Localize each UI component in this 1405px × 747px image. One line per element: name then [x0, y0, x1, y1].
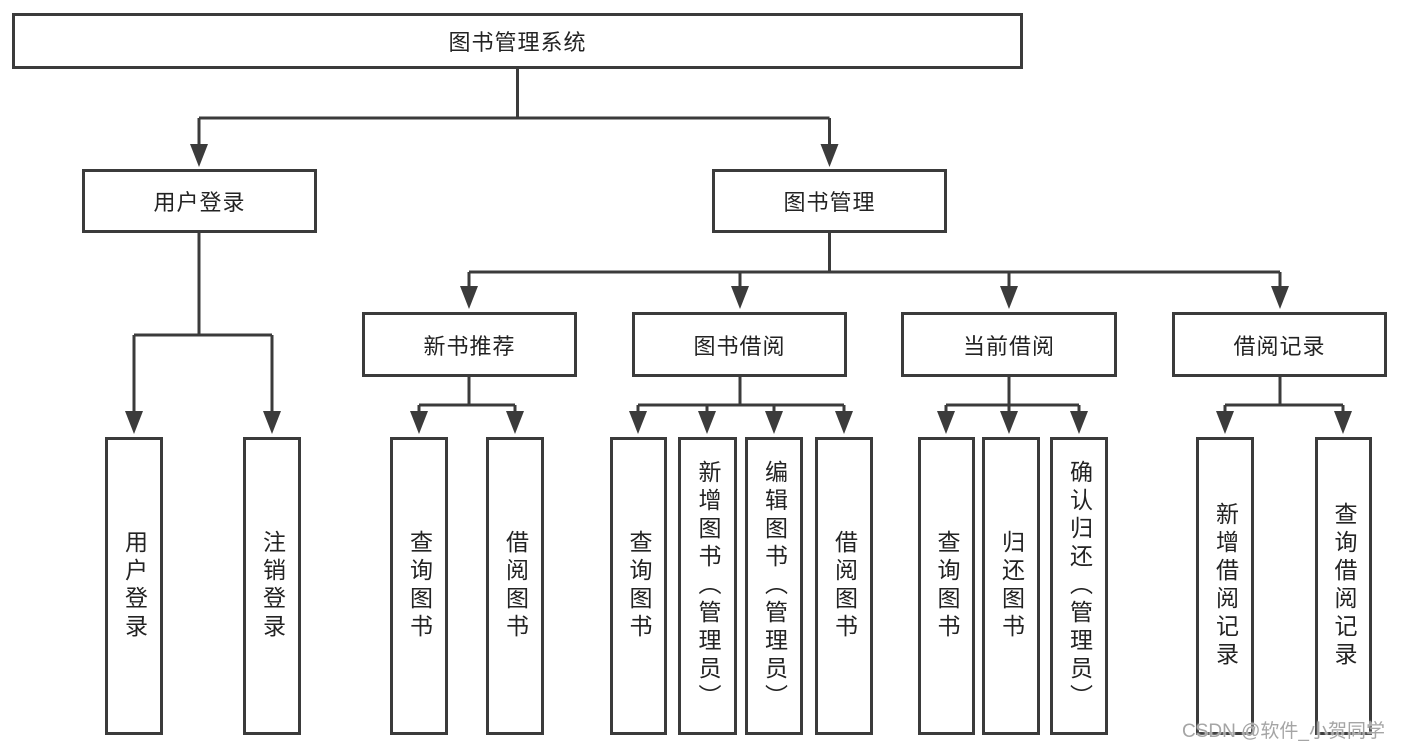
- leaf-label: 借阅图书: [831, 530, 858, 642]
- leaf-borrow-book-recommend: 借阅图书: [486, 437, 544, 735]
- node-label: 图书管理系统: [448, 30, 587, 55]
- node-label: 当前借阅: [962, 333, 1055, 359]
- leaf-user-login: 用户登录: [105, 437, 163, 735]
- leaf-label: 查询图书: [934, 530, 960, 642]
- leaf-label: 查询借阅记录: [1331, 502, 1357, 670]
- leaf-return-book: 归还图书: [982, 437, 1040, 735]
- connector-borrow-to-leaves: [629, 377, 853, 434]
- connector-record-to-leaves: [1216, 377, 1352, 434]
- node-current-borrowing: 当前借阅: [901, 312, 1117, 377]
- node-user-login: 用户登录: [82, 169, 317, 233]
- node-library-system: 图书管理系统: [12, 13, 1023, 69]
- leaf-query-book-borrowing: 查询图书: [610, 437, 667, 735]
- leaf-query-book-recommend: 查询图书: [390, 437, 448, 735]
- watermark-text: CSDN @软件_小贺同学: [1182, 721, 1385, 742]
- leaf-label: 新增借阅记录: [1212, 502, 1239, 670]
- leaf-label: 借阅图书: [502, 530, 529, 642]
- connector-login-to-leaves: [125, 232, 281, 434]
- leaf-add-book-admin: 新增图书（管理员）: [678, 437, 737, 735]
- leaf-add-borrow-record: 新增借阅记录: [1196, 437, 1254, 735]
- node-label: 图书管理: [783, 190, 876, 215]
- leaf-label: 新增图书（管理员）: [695, 460, 721, 712]
- leaf-label: 注销登录: [259, 530, 286, 642]
- node-book-borrowing: 图书借阅: [632, 312, 847, 377]
- leaf-label: 查询图书: [406, 530, 433, 642]
- node-book-management: 图书管理: [712, 169, 947, 233]
- leaf-borrow-book: 借阅图书: [815, 437, 873, 735]
- node-new-book-recommend: 新书推荐: [362, 312, 577, 377]
- leaf-logout: 注销登录: [243, 437, 301, 735]
- node-label: 图书借阅: [693, 333, 786, 359]
- leaf-label: 归还图书: [998, 530, 1025, 642]
- leaf-label: 用户登录: [121, 530, 148, 642]
- node-borrow-records: 借阅记录: [1172, 312, 1387, 377]
- node-label: 新书推荐: [423, 333, 516, 359]
- leaf-confirm-return-admin: 确认归还（管理员）: [1050, 437, 1108, 735]
- connector-current-to-leaves: [937, 377, 1088, 434]
- leaf-edit-book-admin: 编辑图书（管理员）: [745, 437, 803, 735]
- leaf-query-borrow-record: 查询借阅记录: [1315, 437, 1372, 735]
- node-label: 用户登录: [153, 190, 246, 215]
- leaf-query-book-current: 查询图书: [918, 437, 975, 735]
- node-label: 借阅记录: [1233, 333, 1326, 359]
- leaf-label: 查询图书: [626, 530, 652, 642]
- connector-rec-to-leaves: [410, 377, 524, 434]
- connector-root-to-level2: [190, 68, 839, 167]
- leaf-label: 确认归还（管理员）: [1066, 460, 1093, 712]
- connector-mgmt-to-level3: [460, 232, 1289, 309]
- leaf-label: 编辑图书（管理员）: [761, 460, 788, 712]
